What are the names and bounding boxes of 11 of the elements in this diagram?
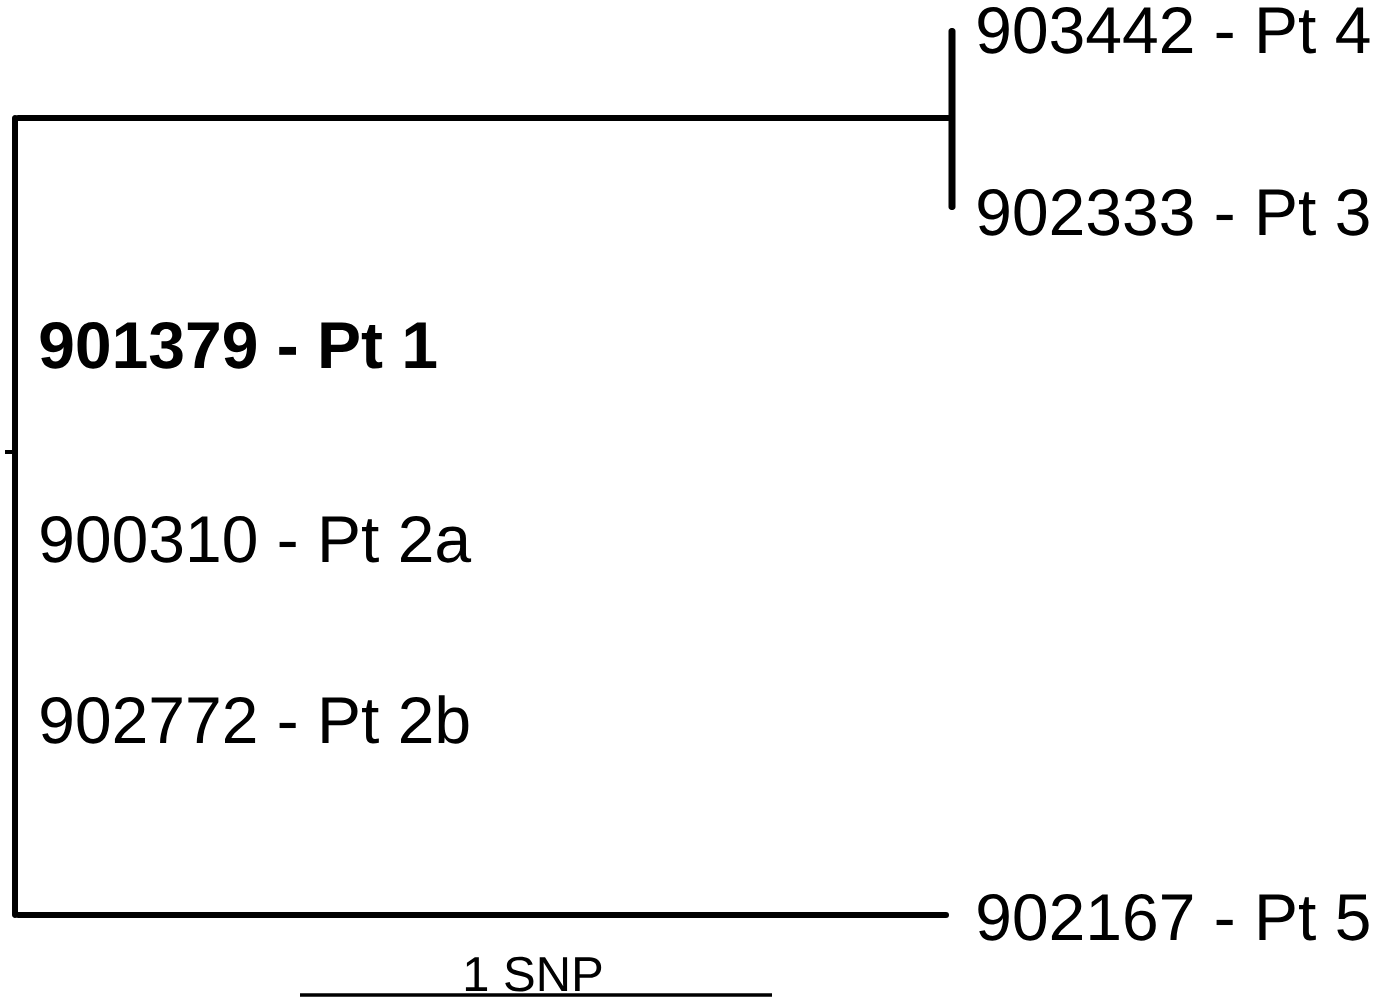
leaf-label: 900310 - Pt 2a (41, 515, 472, 563)
leaf-label: 902772 - Pt 2b (41, 695, 469, 744)
leaf-label: 903442 - Pt 4 (978, 6, 1370, 54)
leaf-label: 902333 - Pt 3 (978, 188, 1369, 236)
scale-label: 1 SNP (465, 956, 602, 992)
tree-branch (15, 912, 949, 918)
leaf-label: 901379 - Pt 1 (40, 321, 437, 369)
leaf-label: 902167 - Pt 5 (978, 893, 1369, 941)
tree-branch (15, 115, 952, 121)
clade-branch (948, 28, 956, 210)
root-branch (12, 115, 18, 918)
